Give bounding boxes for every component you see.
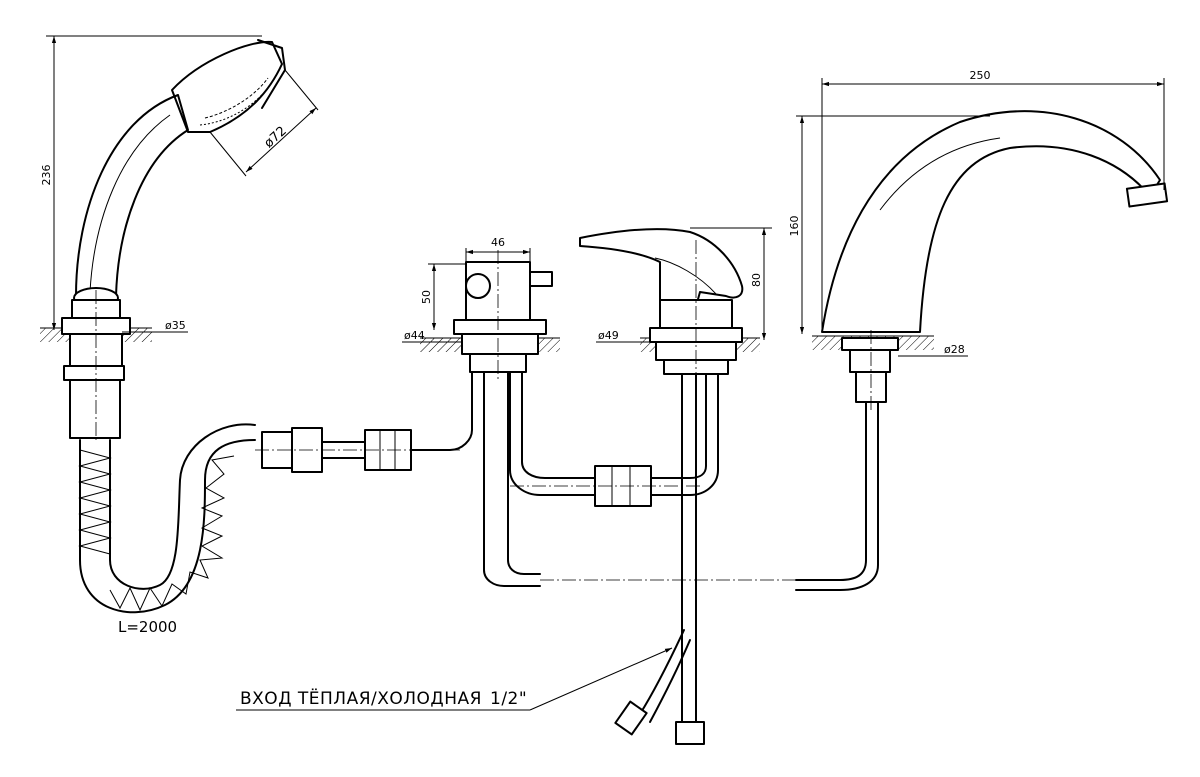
- spout-body: [821, 110, 1161, 333]
- shower-head-rim: [257, 39, 286, 109]
- shower-hose-connector: [69, 379, 121, 439]
- shower-hose: [78, 423, 460, 614]
- switch-lever: [529, 271, 553, 287]
- shower-handle-edge: [89, 114, 171, 293]
- mixer-outlet-pipe-2: [650, 373, 707, 479]
- switch-pipe-down-2: [507, 371, 541, 575]
- dim-shower-height: 236: [40, 165, 53, 186]
- mixer-outlet-pipe: [650, 373, 719, 496]
- spout-flange: [841, 337, 899, 351]
- mixer: [579, 228, 760, 745]
- hose-outer: [79, 439, 256, 614]
- switch-pipe-to-hose: [410, 371, 473, 451]
- inlet-nut-2: [675, 721, 705, 745]
- switch-pipe-mixer: [509, 371, 596, 496]
- inlet-size: 1/2": [490, 689, 527, 709]
- dim-hose-length: L=2000: [118, 618, 177, 636]
- hose-spiral-bend: [109, 455, 235, 612]
- dim-spout-height: 160: [788, 216, 801, 237]
- dim-switch-height: 50: [420, 290, 433, 304]
- inlet-label: ВХОД ТЁПЛАЯ/ХОЛОДНАЯ: [240, 688, 482, 709]
- switch-knob: [465, 273, 491, 299]
- dim-spout-base-diameter: ø28: [944, 343, 965, 356]
- inlet-leader-arrow: [529, 647, 673, 711]
- switch-base: [461, 333, 539, 355]
- mixer-lever-edge: [654, 257, 717, 295]
- dim-spout-length: 250: [970, 69, 991, 82]
- spout-pipe-2: [795, 401, 879, 591]
- flex-hose-1b: [649, 639, 691, 723]
- spout-nut: [849, 349, 891, 373]
- shower-head: [171, 40, 283, 133]
- diverter-switch: [410, 250, 800, 587]
- switch-pipe-down: [483, 371, 541, 587]
- hose-inner: [109, 423, 256, 590]
- dim-mixer-base-diameter: ø49: [598, 329, 619, 342]
- hose-spiral-vertical: [78, 449, 112, 555]
- switch-flange: [453, 319, 547, 335]
- dim-switch-width: 46: [491, 236, 505, 249]
- shower-lock-nut: [63, 365, 125, 381]
- spout-pipe: [795, 401, 867, 581]
- flex-hose-1: [639, 629, 685, 715]
- dim-shower-base-diameter: ø35: [165, 319, 186, 332]
- dim-shower-head-diameter: ø72: [262, 124, 290, 152]
- shower-head-nozzles-2: [199, 81, 273, 126]
- hand-shower: [40, 39, 286, 440]
- mixer-lever: [579, 228, 744, 311]
- dim-mixer-height: 80: [750, 273, 763, 287]
- spout-edge: [879, 137, 1001, 211]
- spout-aerator: [1125, 182, 1169, 208]
- shower-handle: [75, 94, 189, 297]
- spout: [795, 110, 1169, 591]
- shower-head-nozzles: [204, 77, 269, 119]
- dim-switch-base-diameter: ø44: [404, 329, 425, 342]
- inlet-nut-1: [614, 700, 648, 736]
- dimension-lines: 236 ø72 ø35 L=2000 46 50 ø44 80 ø49: [40, 35, 1165, 711]
- switch-pipe-mixer-2: [521, 371, 596, 479]
